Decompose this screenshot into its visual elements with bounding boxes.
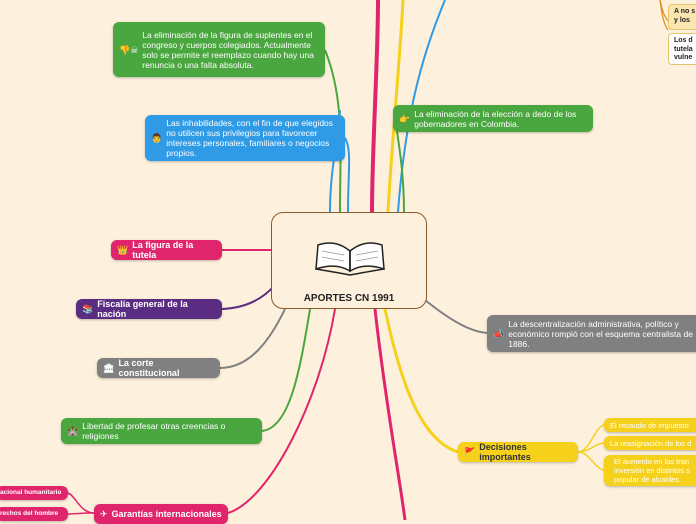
card-top[interactable]: A no s y los [668,4,696,30]
node-gobernadores-label: La eliminación de la elección a dedo de … [414,108,577,129]
node-derechos[interactable]: rechos del hombre [0,507,68,521]
node-recaudo-label: El recaudo de impuesto [610,420,689,430]
card-bottom-label: Los d tutela vulne [674,37,693,61]
node-decisiones[interactable]: 🚩 Decisiones importantes [458,442,578,462]
node-inhabilidades-label: Las inhabilidades, con el fin de que ele… [166,118,334,158]
node-recaudo[interactable]: El recaudo de impuesto [604,418,696,432]
node-descentralizacion-label: La descentralización administrativa, pol… [508,318,693,349]
node-reasignacion-label: La reasignación de los d [610,438,692,448]
airplane-icon: ✈ [100,509,108,519]
node-reasignacion[interactable]: La reasignación de los d [604,436,696,450]
person-icon: 👨 [151,133,163,143]
node-gobernadores[interactable]: 👉 La eliminación de la elección a dedo d… [393,105,593,132]
node-garantias-label: Garantías internacionales [111,509,222,519]
node-aumento-label: El aumento en las tran inversión en dist… [614,457,690,484]
node-suplentes[interactable]: 👎☠ La eliminación de la figura de suplen… [113,22,325,77]
central-topic[interactable]: APORTES CN 1991 [271,212,427,309]
node-corte-label: La corte constitucional [118,358,180,378]
node-inhabilidades[interactable]: 👨 Las inhabilidades, con el fin de que e… [145,115,345,161]
node-libertad-label: Libertad de profesar otras creencias o r… [82,421,226,441]
card-bottom[interactable]: Los d tutela vulne [668,33,696,65]
node-humanitario-label: acional humanitario [0,489,62,496]
pointing-hand-icon: 👉 [399,113,411,124]
node-humanitario[interactable]: acional humanitario [0,486,68,500]
node-tutela-label: La figura de la tutela [132,240,194,260]
node-suplentes-label: La eliminación de la figura de suplentes… [142,29,314,70]
thumb-down-icon: 👎☠ [119,44,139,55]
stack-icon: 📚 [82,304,94,314]
node-tutela[interactable]: 👑 La figura de la tutela [111,240,222,260]
node-corte[interactable]: 🏛 La corte constitucional [97,358,220,378]
crown-icon: 👑 [117,245,129,255]
megaphone-icon: 📣 [493,328,505,339]
node-descentralizacion[interactable]: 📣 La descentralización administrativa, p… [487,315,696,352]
open-book-icon [315,242,385,276]
castle-icon: 🏰 [67,426,79,436]
central-topic-title: APORTES CN 1991 [303,293,395,304]
card-top-label: A no s y los [674,8,696,24]
node-libertad[interactable]: 🏰 Libertad de profesar otras creencias o… [61,418,262,444]
flag-icon: 🚩 [464,447,476,457]
node-decisiones-label: Decisiones importantes [479,442,531,462]
node-aumento[interactable]: El aumento en las tran inversión en dist… [604,455,696,486]
node-fiscalia[interactable]: 📚 Fiscalía general de la nación [76,299,222,319]
building-icon: 🏛 [103,363,115,373]
node-derechos-label: rechos del hombre [0,510,59,517]
node-garantias[interactable]: ✈ Garantías internacionales [94,504,228,524]
node-fiscalia-label: Fiscalía general de la nación [97,299,188,319]
